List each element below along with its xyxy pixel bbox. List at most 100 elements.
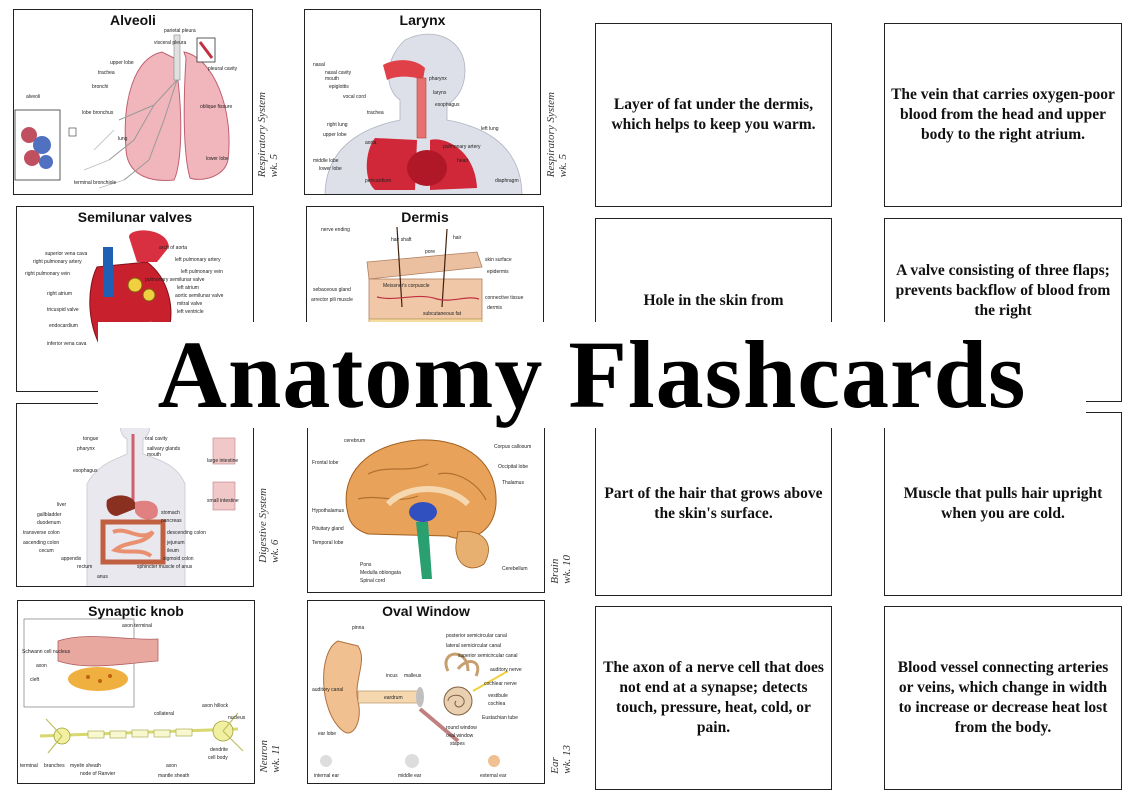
label-right-lung: right lung <box>327 122 348 128</box>
label-right-pulmonary-artery: right pulmonary artery <box>33 259 82 265</box>
label-bronchi: bronchi <box>92 84 108 90</box>
label-ear-lobe: ear lobe <box>318 731 336 737</box>
label-endocardium: endocardium <box>49 323 78 329</box>
label-esophagus: esophagus <box>435 102 460 108</box>
label-branches: branches <box>44 763 65 769</box>
label-schwann-cell-nucleus: Schwann cell nucleus <box>22 649 71 655</box>
label-lower-lobe: lower lobe <box>206 156 229 162</box>
flashcard-brain: cerebrum Corpus callosum Frontal lobe Oc… <box>307 403 545 593</box>
card-text: The vein that carries oxygen-poor blood … <box>891 86 1115 143</box>
card-title: Oval Window <box>382 603 470 619</box>
label-arrector-pili-muscle: arrector pili muscle <box>311 297 353 303</box>
side-label-respiratory-1: Respiratory System wk. 5 <box>256 92 280 177</box>
label-hypothalamus: Hypothalamus <box>312 508 344 514</box>
text-card-5: Part of the hair that grows above the sk… <box>595 412 832 596</box>
side-label-week: wk. 10 <box>561 555 573 584</box>
label-mantle-sheath: mantle sheath <box>158 773 190 779</box>
label-arch-of-aorta: arch of aorta <box>159 245 187 251</box>
label-oral-cavity: oral cavity <box>145 436 168 442</box>
side-label-respiratory-2: Respiratory System wk. 5 <box>545 92 569 177</box>
label-cell-body: cell body <box>208 755 228 761</box>
label-axon-terminal: axon terminal <box>122 623 152 629</box>
label-oblique-fissure: oblique fissure <box>200 104 232 110</box>
side-label-system: Neuron <box>258 740 270 773</box>
page-title: Anatomy Flashcards <box>157 321 1027 428</box>
lungs-illustration: parietal pleura visceral pleura pleural … <box>14 28 238 189</box>
label-internal-ear: internal ear <box>314 773 339 779</box>
label-axon-lower: axon <box>166 763 177 769</box>
title-banner: Anatomy Flashcards <box>98 322 1086 428</box>
label-posterior-semicircular-canal: posterior semicircular canal <box>446 633 507 639</box>
label-esophagus: esophagus <box>73 468 98 474</box>
label-hair: hair <box>453 235 462 241</box>
label-terminal: terminal <box>20 763 38 769</box>
card-title: Semilunar valves <box>77 209 193 225</box>
label-external-ear: external ear <box>480 773 507 779</box>
card-text: Part of the hair that grows above the sk… <box>604 485 823 522</box>
label-nasal-cavity: nasal cavity <box>325 70 352 76</box>
label-gallbladder: gallbladder <box>37 512 62 518</box>
label-sebaceous-gland: sebaceous gland <box>313 287 351 293</box>
side-label-week: wk. 5 <box>268 154 280 178</box>
label-mitral-valve: mitral valve <box>177 301 203 307</box>
label-middle-ear: middle ear <box>398 773 422 779</box>
label-pituitary-gland: Pituitary gland <box>312 526 344 532</box>
text-card-2: The vein that carries oxygen-poor blood … <box>884 23 1122 207</box>
flashcard-oval-window: Oval Window pinna posterior semicircular… <box>307 600 545 784</box>
label-rectum: rectum <box>77 564 92 570</box>
label-transverse-colon: transverse colon <box>23 530 60 536</box>
label-auditory-canal: auditory canal <box>312 687 343 693</box>
label-lobe-bronchus: lobe bronchus <box>82 110 114 116</box>
flashcard-larynx: Larynx nasal nasal cavity mouth epiglott… <box>304 9 541 195</box>
label-inferior-vena-cava: inferior vena cava <box>47 341 87 347</box>
label-axon-hillock: axon hillock <box>202 703 229 709</box>
side-label-ear: Ear wk. 13 <box>549 745 573 774</box>
label-collateral: collateral <box>154 711 174 717</box>
label-cochlea: cochlea <box>488 701 505 707</box>
label-cleft: cleft <box>30 677 40 683</box>
label-left-atrium: left atrium <box>177 285 199 291</box>
side-label-brain: Brain wk. 10 <box>549 555 573 584</box>
side-label-system: Digestive System <box>257 488 269 563</box>
label-round-window: round window <box>446 725 477 731</box>
digestive-system-illustration: tongue oral cavity pharynx salivary glan… <box>23 411 239 586</box>
neuron-illustration: axon terminal Schwann cell nucleus axon … <box>20 618 246 779</box>
flashcard-synaptic-knob: Synaptic knob axon terminal Schwann cell… <box>17 600 255 784</box>
text-card-1: Layer of fat under the dermis, which hel… <box>595 23 832 207</box>
label-corpus-callosum: Corpus callosum <box>494 444 531 450</box>
label-jejunum: jejunum <box>166 540 185 546</box>
label-mouth: mouth <box>325 76 339 82</box>
label-malleus: malleus <box>404 673 422 679</box>
label-nucleus: nucleus <box>228 715 246 721</box>
label-tricuspid-valve: tricuspid valve <box>47 307 79 313</box>
side-label-neuron: Neuron wk. 11 <box>258 740 282 773</box>
label-lower-lobe: lower lobe <box>319 166 342 172</box>
label-oval-window: oval window <box>446 733 474 739</box>
label-terminal-bronchiole: terminal bronchiole <box>74 180 116 186</box>
label-node-of-ranvier: node of Ranvier <box>80 771 116 777</box>
label-cecum: cecum <box>39 548 54 554</box>
label-left-lung: left lung <box>481 126 499 132</box>
label-pleural-cavity: pleural cavity <box>208 66 238 72</box>
card-text: Muscle that pulls hair upright when you … <box>903 485 1103 522</box>
label-hair-shaft: hair shaft <box>391 237 412 243</box>
label-stapes: stapes <box>450 741 465 747</box>
card-text: Blood vessel connecting arteries or vein… <box>897 659 1109 736</box>
label-sigmoid-colon: sigmoid colon <box>163 556 194 562</box>
label-subcutaneous-fat: subcutaneous fat <box>423 311 462 317</box>
label-pharynx: pharynx <box>77 446 95 452</box>
label-vocal-cord: vocal cord <box>343 94 366 100</box>
side-label-week: wk. 6 <box>269 539 281 563</box>
label-dermis: dermis <box>487 305 503 311</box>
label-lateral-semicircular-canal: lateral semicircular canal <box>446 643 501 649</box>
label-dendrite: dendrite <box>210 747 228 753</box>
label-superior-semicircular-canal: superior semicircular canal <box>458 653 517 659</box>
text-card-8: Blood vessel connecting arteries or vein… <box>884 606 1122 790</box>
label-upper-lobe: upper lobe <box>110 60 134 66</box>
label-left-pulmonary-artery: left pulmonary artery <box>175 257 221 263</box>
label-small-intestine: small intestine <box>207 498 239 504</box>
side-label-system: Ear <box>549 757 561 774</box>
label-cerebellum: Cerebellum <box>502 566 528 572</box>
label-upper-lobe-right: upper lobe <box>323 132 347 138</box>
ear-anatomy-illustration: pinna posterior semicircular canal later… <box>312 625 522 779</box>
